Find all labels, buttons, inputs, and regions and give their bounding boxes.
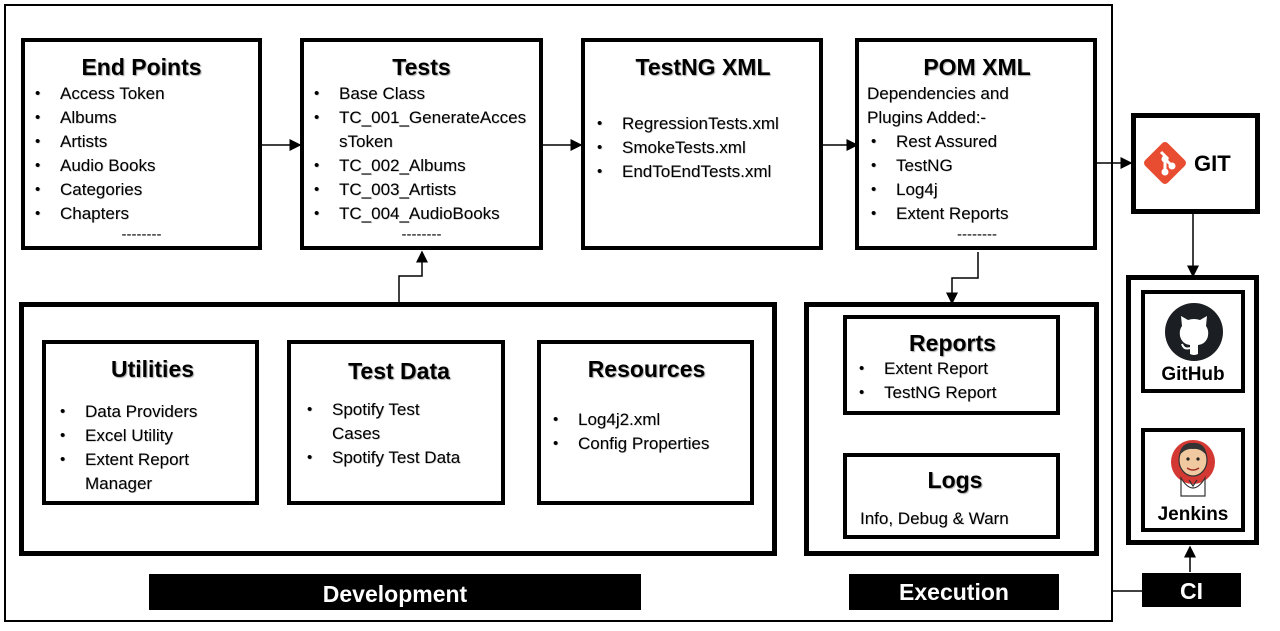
tests-title: Tests xyxy=(392,54,451,80)
logs-text: Info, Debug & Warn xyxy=(860,509,1009,528)
resources-list: Log4j2.xml Config Properties xyxy=(549,408,744,456)
github-octocat-icon xyxy=(1165,303,1223,361)
list-item: Albums xyxy=(31,106,252,130)
utilities-box: Utilities Data Providers Excel Utility E… xyxy=(42,340,259,505)
pom-xml-title: POM XML xyxy=(923,54,1031,80)
list-item: Log4j xyxy=(867,178,1087,202)
reports-box: Reports Extent Report TestNG Report xyxy=(843,315,1060,415)
pom-xml-box: POM XML Dependencies and Plugins Added:-… xyxy=(855,38,1097,250)
list-item: Log4j2.xml xyxy=(549,408,744,432)
test-data-list: Spotify Test Cases Spotify Test Data xyxy=(303,398,495,470)
testng-xml-list: RegressionTests.xml SmokeTests.xml EndTo… xyxy=(593,112,813,184)
list-item: Extent Report Manager xyxy=(56,448,205,496)
pom-xml-list: Rest Assured TestNG Log4j Extent Reports xyxy=(867,130,1087,226)
list-item: Chapters xyxy=(31,202,252,226)
list-item: Data Providers xyxy=(56,400,249,424)
jenkins-label: Jenkins xyxy=(1157,504,1229,525)
resources-title: Resources xyxy=(587,356,706,382)
tests-list: Base Class TC_001_GenerateAccessToken TC… xyxy=(310,82,533,226)
list-item: TC_001_GenerateAccessToken xyxy=(310,106,533,154)
list-item: Spotify Test Cases xyxy=(303,398,442,446)
jenkins-box: Jenkins xyxy=(1141,428,1245,532)
git-label: GIT xyxy=(1194,151,1231,176)
list-item: Config Properties xyxy=(549,432,744,456)
list-item: Audio Books xyxy=(31,154,252,178)
reports-list: Extent Report TestNG Report xyxy=(855,357,1050,405)
end-points-title: End Points xyxy=(81,54,202,80)
pom-xml-intro: Dependencies and Plugins Added:- xyxy=(867,84,1009,127)
end-points-box: End Points Access Token Albums Artists A… xyxy=(21,38,262,250)
list-item: EndToEndTests.xml xyxy=(593,160,813,184)
diagram-frame xyxy=(4,4,1113,622)
list-item: Extent Reports xyxy=(867,202,1087,226)
testng-xml-box: TestNG XML RegressionTests.xml SmokeTest… xyxy=(581,38,823,250)
reports-title: Reports xyxy=(909,330,996,356)
more-indicator: -------- xyxy=(121,226,162,243)
list-item: TC_004_AudioBooks xyxy=(310,202,533,226)
end-points-list: Access Token Albums Artists Audio Books … xyxy=(31,82,252,226)
resources-box: Resources Log4j2.xml Config Properties xyxy=(537,340,754,505)
list-item: Extent Report xyxy=(855,357,1050,381)
test-data-title: Test Data xyxy=(348,358,450,384)
github-box: GitHub xyxy=(1141,290,1245,393)
list-item: TC_003_Artists xyxy=(310,178,533,202)
more-indicator: -------- xyxy=(957,226,997,243)
test-data-box: Test Data Spotify Test Cases Spotify Tes… xyxy=(287,340,505,505)
execution-label: Execution xyxy=(849,574,1059,610)
git-logo-icon xyxy=(1144,142,1186,184)
arrow-pom-execution xyxy=(946,252,979,305)
tests-box: Tests Base Class TC_001_GenerateAccessTo… xyxy=(300,38,543,250)
github-label: GitHub xyxy=(1161,364,1225,385)
logs-box: Logs Info, Debug & Warn xyxy=(843,453,1060,539)
git-box: GIT xyxy=(1131,113,1260,214)
list-item: Categories xyxy=(31,178,252,202)
utilities-list: Data Providers Excel Utility Extent Repo… xyxy=(56,400,249,496)
testng-xml-title: TestNG XML xyxy=(635,54,771,80)
ci-label: CI xyxy=(1142,573,1241,607)
list-item: SmokeTests.xml xyxy=(593,136,813,160)
utilities-title: Utilities xyxy=(110,356,195,382)
list-item: Spotify Test Data xyxy=(303,446,495,470)
jenkins-butler-icon xyxy=(1171,440,1215,497)
arrow-dev-tests xyxy=(398,250,428,302)
list-item: Excel Utility xyxy=(56,424,249,448)
list-item: Rest Assured xyxy=(867,130,1087,154)
list-item: Access Token xyxy=(31,82,252,106)
list-item: RegressionTests.xml xyxy=(593,112,813,136)
list-item: TestNG xyxy=(867,154,1087,178)
logs-title: Logs xyxy=(927,467,983,493)
list-item: Artists xyxy=(31,130,252,154)
more-indicator: -------- xyxy=(401,226,442,243)
list-item: TC_002_Albums xyxy=(310,154,533,178)
list-item: Base Class xyxy=(310,82,533,106)
list-item: TestNG Report xyxy=(855,381,1050,405)
development-label: Development xyxy=(149,574,641,610)
